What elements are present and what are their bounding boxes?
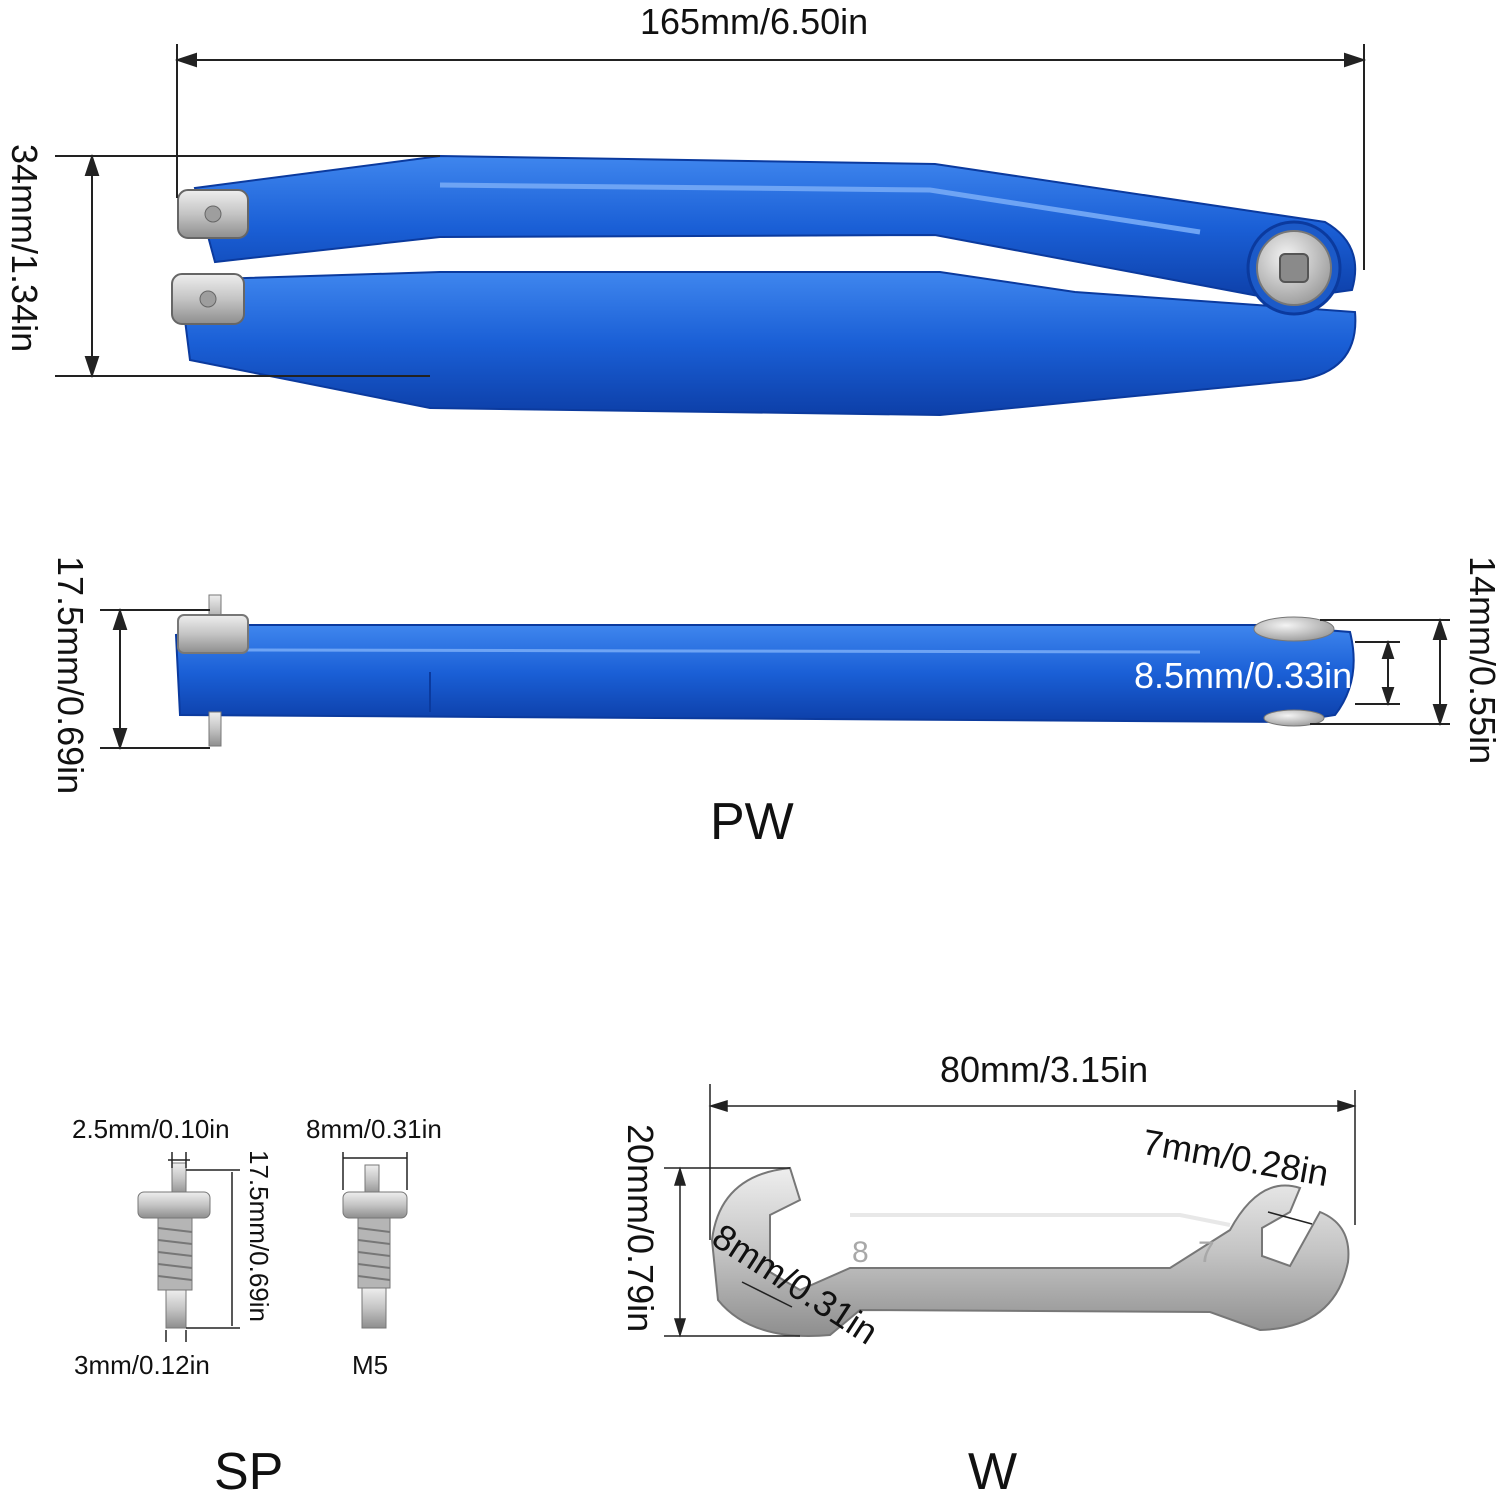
pin-wrench-side-view [174,594,1355,747]
side-bolt-bottom [1263,709,1325,727]
pw-top-dimensions [55,44,1367,379]
pw-caption: PW [710,793,794,851]
side-body-edge [244,648,1201,654]
w-caption: W [968,1443,1018,1500]
side-bolt-head [1253,616,1335,642]
sp-base-label: 3mm/0.12in [74,1350,210,1380]
sp-length-label: 17.5mm/0.69in [244,1150,274,1322]
pw-side-dimensions [100,607,1450,751]
side-pin-collar [177,614,249,654]
pw-width-label: 34mm/1.34in [4,144,45,353]
pin1-thread-lines [157,1227,193,1281]
wrench-highlight [439,182,1201,235]
pin2-thread-lines [357,1227,391,1281]
sp-thread-label: M5 [352,1350,389,1380]
upper-pin-dot [204,205,222,223]
w-length-label: 80mm/3.15in [940,1049,1149,1090]
pin1-tip [171,1162,187,1196]
w-dimensions [664,1084,1357,1338]
stamp-7: 7 [1198,1236,1215,1269]
pin1-head [137,1191,211,1219]
pw-side-end-label: 14mm/0.55in [1462,556,1500,765]
stamp-8: 8 [852,1236,869,1269]
sp-dimensions [165,1152,408,1342]
hex-socket [1279,253,1309,283]
pin-wrench-top-view [171,154,1357,417]
pw-length-label: 165mm/6.50in [640,1,869,42]
sp-tip-label: 2.5mm/0.10in [72,1114,230,1144]
wrench-lower-arm [178,271,1357,417]
pin2-base [361,1287,387,1329]
spare-pin-2 [342,1164,408,1329]
spare-pin-1 [137,1162,211,1329]
pw-side-pin-label: 17.5mm/0.69in [50,556,91,795]
wrench-upper-arm [193,154,1357,302]
sp-caption: SP [214,1443,284,1500]
w-width-label: 20mm/0.79in [620,1124,661,1333]
pin2-tip [364,1164,380,1196]
pin1-base [165,1289,187,1329]
wrench-body-band [850,1213,1231,1227]
sp-head-label: 8mm/0.31in [306,1114,442,1144]
side-pin-bottom [208,711,222,747]
lower-pin-dot [199,290,217,308]
pin2-head [342,1191,408,1219]
pw-bolt-label: 8.5mm/0.33in [1134,655,1353,696]
